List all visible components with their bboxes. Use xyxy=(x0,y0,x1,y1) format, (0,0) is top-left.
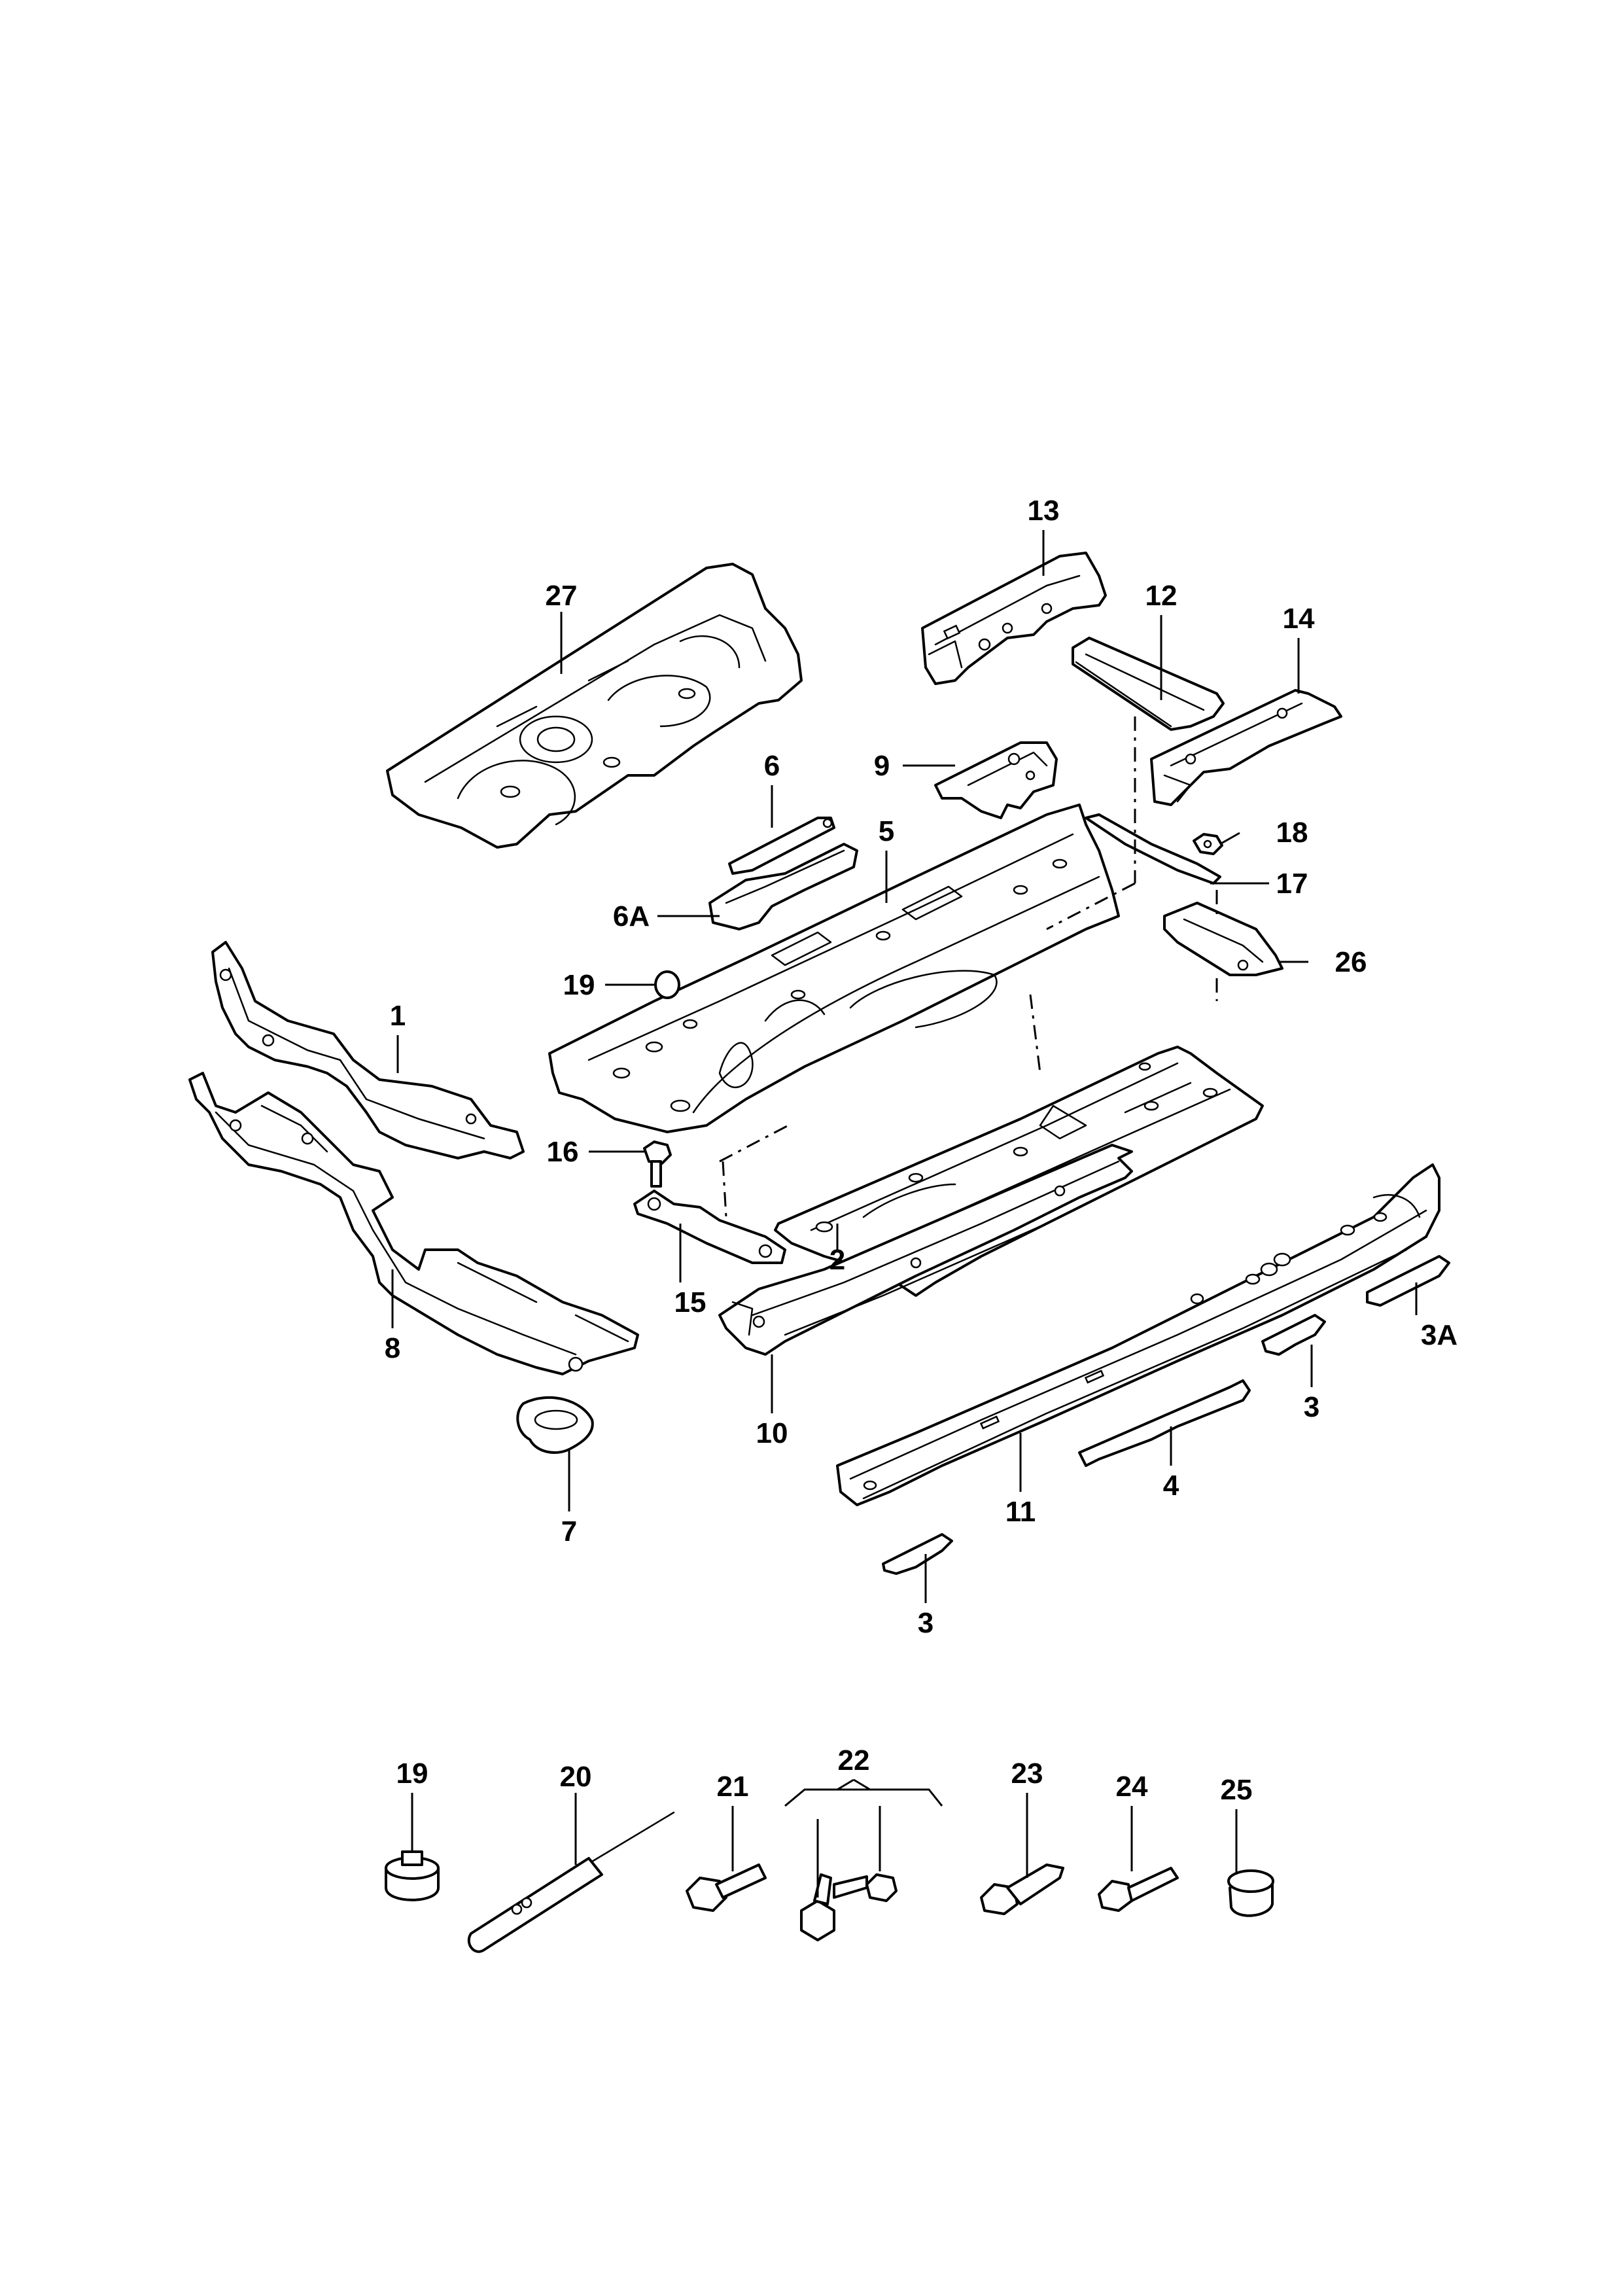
alignment-lines xyxy=(719,716,1218,1218)
fastener-25-plug xyxy=(1227,1869,1274,1917)
part-27-rear-floor-pan xyxy=(386,563,803,849)
callout-16: 16 xyxy=(547,1136,579,1168)
part-3A-bracket xyxy=(1366,1255,1450,1307)
part-3-bracket-lower xyxy=(882,1533,953,1575)
part-6A-support xyxy=(708,843,858,930)
part-26-reinforcement xyxy=(1163,902,1283,976)
callout-5: 5 xyxy=(879,815,894,847)
part-13-bracket xyxy=(921,552,1107,685)
callout-15: 15 xyxy=(674,1286,707,1318)
callout-14: 14 xyxy=(1283,603,1315,635)
part-19-plug xyxy=(654,970,680,999)
fastener-19 xyxy=(385,1850,440,1901)
callout-8: 8 xyxy=(385,1332,400,1364)
part-4-strip xyxy=(1078,1379,1251,1467)
callout-3-upper: 3 xyxy=(1304,1391,1319,1423)
callout-19-row: 19 xyxy=(396,1757,428,1790)
callout-3A: 3A xyxy=(1421,1319,1457,1351)
part-12-crossmember xyxy=(1072,637,1225,731)
part-15-bracket xyxy=(633,1190,786,1264)
fastener-24-bolt xyxy=(1098,1867,1179,1912)
callout-3-lower: 3 xyxy=(918,1607,934,1639)
callout-24: 24 xyxy=(1116,1771,1148,1803)
part-8-side-member xyxy=(188,1072,639,1375)
fastener-22-bolts xyxy=(800,1873,898,1941)
part-6-plate xyxy=(728,817,835,875)
callout-20: 20 xyxy=(560,1761,592,1793)
part-1-side-member xyxy=(211,941,525,1159)
part-3-bracket-upper xyxy=(1261,1314,1326,1356)
callout-11: 11 xyxy=(1005,1496,1036,1528)
callout-17: 17 xyxy=(1276,868,1308,900)
leader-lines xyxy=(391,530,1418,1898)
part-5-tunnel-panel xyxy=(548,804,1120,1133)
callout-4: 4 xyxy=(1163,1470,1179,1502)
callout-9: 9 xyxy=(874,750,890,782)
callout-23: 23 xyxy=(1011,1757,1043,1790)
callout-13: 13 xyxy=(1028,495,1060,527)
part-10-inner-sill xyxy=(718,1144,1133,1356)
callout-12: 12 xyxy=(1145,580,1178,612)
fastener-21-bolt xyxy=(686,1863,767,1912)
callout-6: 6 xyxy=(764,750,780,782)
part-7-grommet xyxy=(516,1396,594,1454)
callout-21: 21 xyxy=(717,1771,749,1803)
fastener-20-rivet-tool xyxy=(467,1811,675,1953)
callout-10: 10 xyxy=(756,1417,788,1449)
part-2-floor-pan xyxy=(774,1046,1264,1297)
callout-labels: 27 13 12 14 9 6 5 6A 18 17 26 19 1 16 2 … xyxy=(385,495,1457,1806)
part-18-nut xyxy=(1193,833,1223,855)
callout-22: 22 xyxy=(838,1744,870,1776)
callout-6A: 6A xyxy=(613,900,650,932)
part-16-bolt xyxy=(643,1140,672,1188)
callout-7: 7 xyxy=(561,1515,577,1547)
callout-18: 18 xyxy=(1276,817,1308,849)
callout-27: 27 xyxy=(546,580,578,612)
part-11-rocker-panel xyxy=(836,1163,1440,1506)
callout-2: 2 xyxy=(829,1244,845,1276)
callout-19-mid: 19 xyxy=(563,969,595,1001)
part-17-strip xyxy=(1085,813,1221,885)
part-14-side-bracket xyxy=(1150,689,1342,806)
callout-25: 25 xyxy=(1221,1774,1253,1806)
fastener-23-clip xyxy=(980,1863,1064,1915)
callout-26: 26 xyxy=(1335,946,1367,978)
callout-1: 1 xyxy=(390,1000,406,1032)
part-9-tunnel-brace xyxy=(934,741,1058,819)
